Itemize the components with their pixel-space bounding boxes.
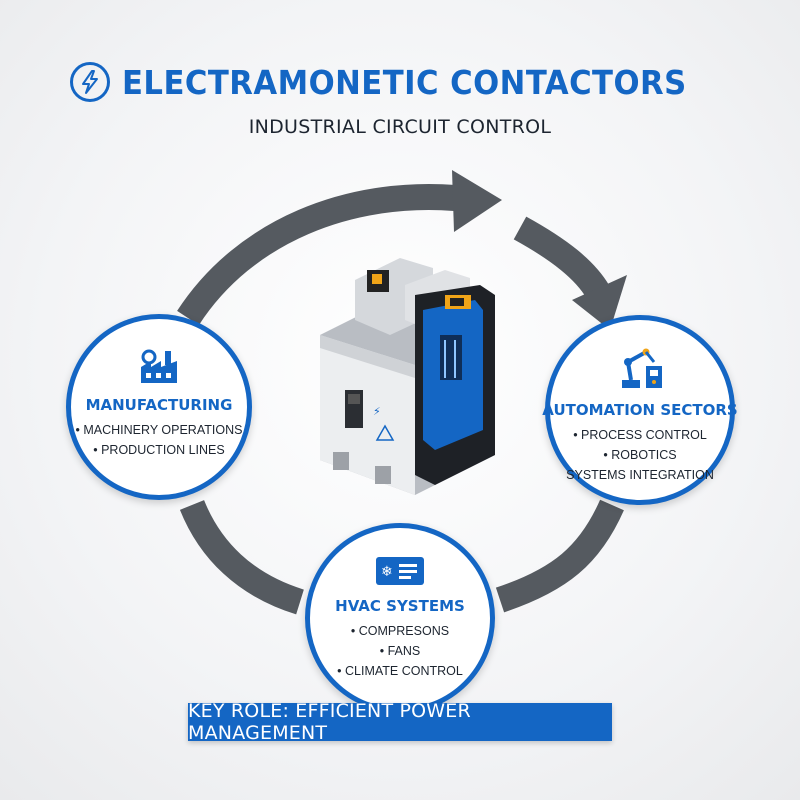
title-row: ELECTRAMONETIC CONTACTORS bbox=[0, 58, 800, 106]
page-title: ELECTRAMONETIC CONTACTORS bbox=[122, 62, 688, 102]
svg-text:⚡: ⚡ bbox=[373, 405, 381, 418]
arrow-top bbox=[177, 184, 456, 326]
list-item: • FANS bbox=[379, 644, 421, 658]
list-item: • PROCESS CONTROL bbox=[573, 428, 707, 442]
thermostat-icon: ❄ bbox=[375, 556, 425, 591]
svg-text:❄: ❄ bbox=[381, 564, 393, 580]
arrowhead-top bbox=[452, 170, 502, 232]
list-item: • COMPRESONS bbox=[350, 624, 450, 638]
list-item: • PRODUCTION LINES bbox=[93, 443, 225, 457]
arrowhead-right bbox=[572, 275, 627, 330]
robot-arm-icon bbox=[616, 346, 664, 395]
list-item: • CLIMATE CONTROL bbox=[337, 664, 463, 678]
key-role-banner: KEY ROLE: EFFICIENT POWER MANAGEMENT bbox=[188, 700, 612, 744]
arrow-right bbox=[513, 216, 610, 299]
node-automation: AUTOMATION SECTORS • PROCESS CONTROL • R… bbox=[542, 315, 738, 505]
node-hvac: ❄ HVAC SYSTEMS • COMPRESONS • FANS • CLI… bbox=[305, 523, 495, 713]
node-automation-label: AUTOMATION SECTORS bbox=[542, 401, 738, 419]
node-manufacturing: MANUFACTURING • MACHINERY OPERATIONS • P… bbox=[66, 314, 252, 500]
factory-icon bbox=[139, 349, 179, 390]
node-manufacturing-label: MANUFACTURING bbox=[85, 396, 233, 414]
list-item: • MACHINERY OPERATIONS bbox=[75, 423, 243, 437]
node-hvac-label: HVAC SYSTEMS bbox=[335, 597, 465, 615]
list-item: • ROBOTICS bbox=[603, 448, 677, 462]
page-subtitle: INDUSTRIAL CIRCUIT CONTROL bbox=[248, 116, 552, 138]
contactor-device: ⚡ bbox=[320, 258, 495, 495]
key-role-text: KEY ROLE: EFFICIENT POWER MANAGEMENT bbox=[188, 700, 471, 744]
list-item: SYSTEMS INTEGRATION bbox=[566, 468, 714, 482]
lightning-icon bbox=[70, 62, 111, 102]
arrow-bottom-left bbox=[179, 499, 305, 615]
arrow-bottom-right bbox=[495, 499, 624, 613]
